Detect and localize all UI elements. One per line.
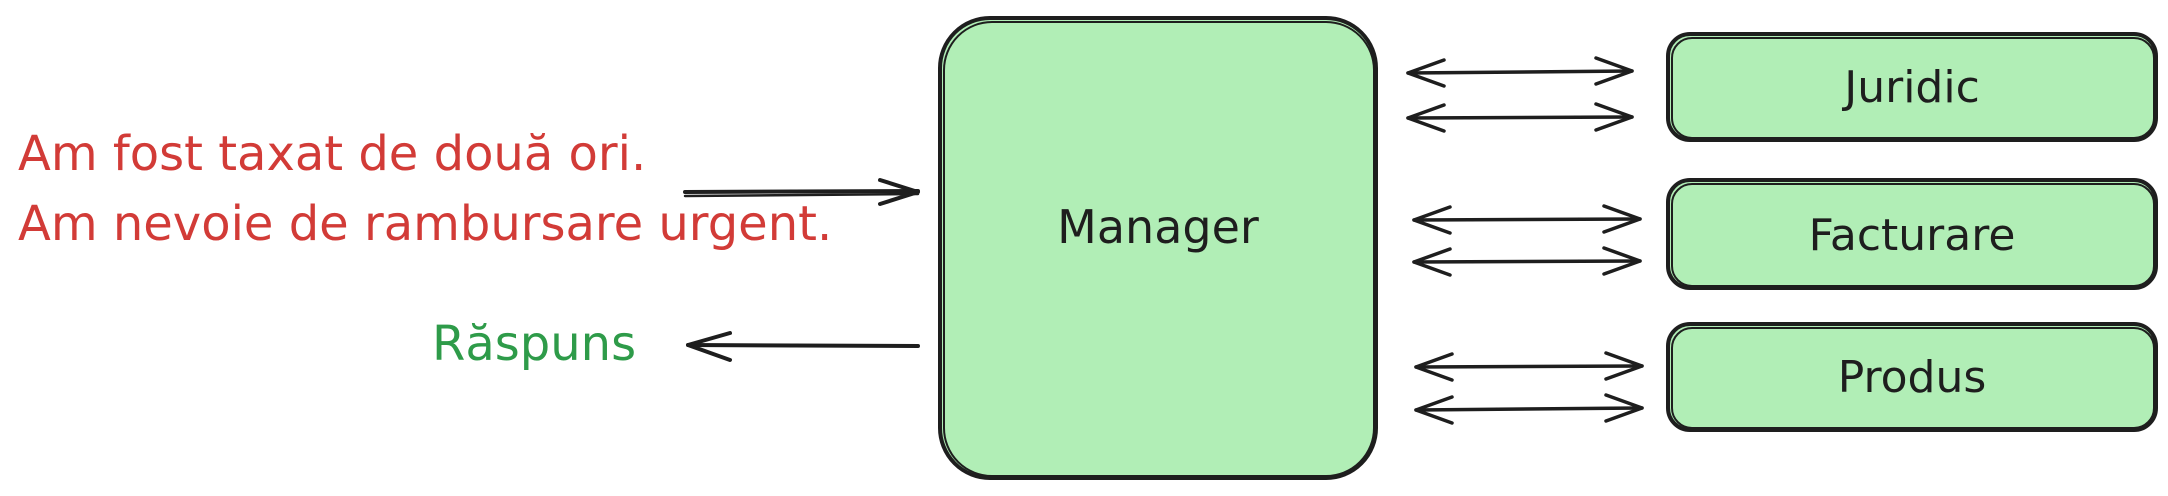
agent-node-juridic: Juridic — [1666, 32, 2158, 142]
agent-label-juridic: Juridic — [1841, 62, 1980, 113]
input-line-2: Am nevoie de rambursare urgent. — [18, 196, 832, 252]
arrow-manager-facturare-bottom — [1412, 246, 1642, 277]
arrow-manager-produs-top — [1414, 351, 1644, 382]
input-line-1: Am fost taxat de două ori. — [18, 126, 646, 182]
manager-node: Manager — [938, 16, 1378, 480]
agent-node-facturare: Facturare — [1666, 178, 2158, 290]
arrow-manager-facturare-top — [1412, 204, 1642, 235]
arrow-manager-juridic-bottom — [1406, 102, 1634, 133]
agent-label-produs: Produs — [1838, 352, 1987, 403]
input-message: Am fost taxat de două ori. Am nevoie de … — [18, 126, 832, 252]
manager-label: Manager — [1057, 200, 1259, 254]
input-arrow — [683, 178, 920, 206]
agent-node-produs: Produs — [1666, 322, 2158, 432]
arrow-manager-produs-bottom — [1414, 393, 1644, 425]
response-arrow — [686, 331, 920, 362]
arrow-manager-juridic-top — [1406, 56, 1634, 88]
response-label: Răspuns — [432, 316, 636, 372]
agent-label-facturare: Facturare — [1809, 210, 2016, 261]
